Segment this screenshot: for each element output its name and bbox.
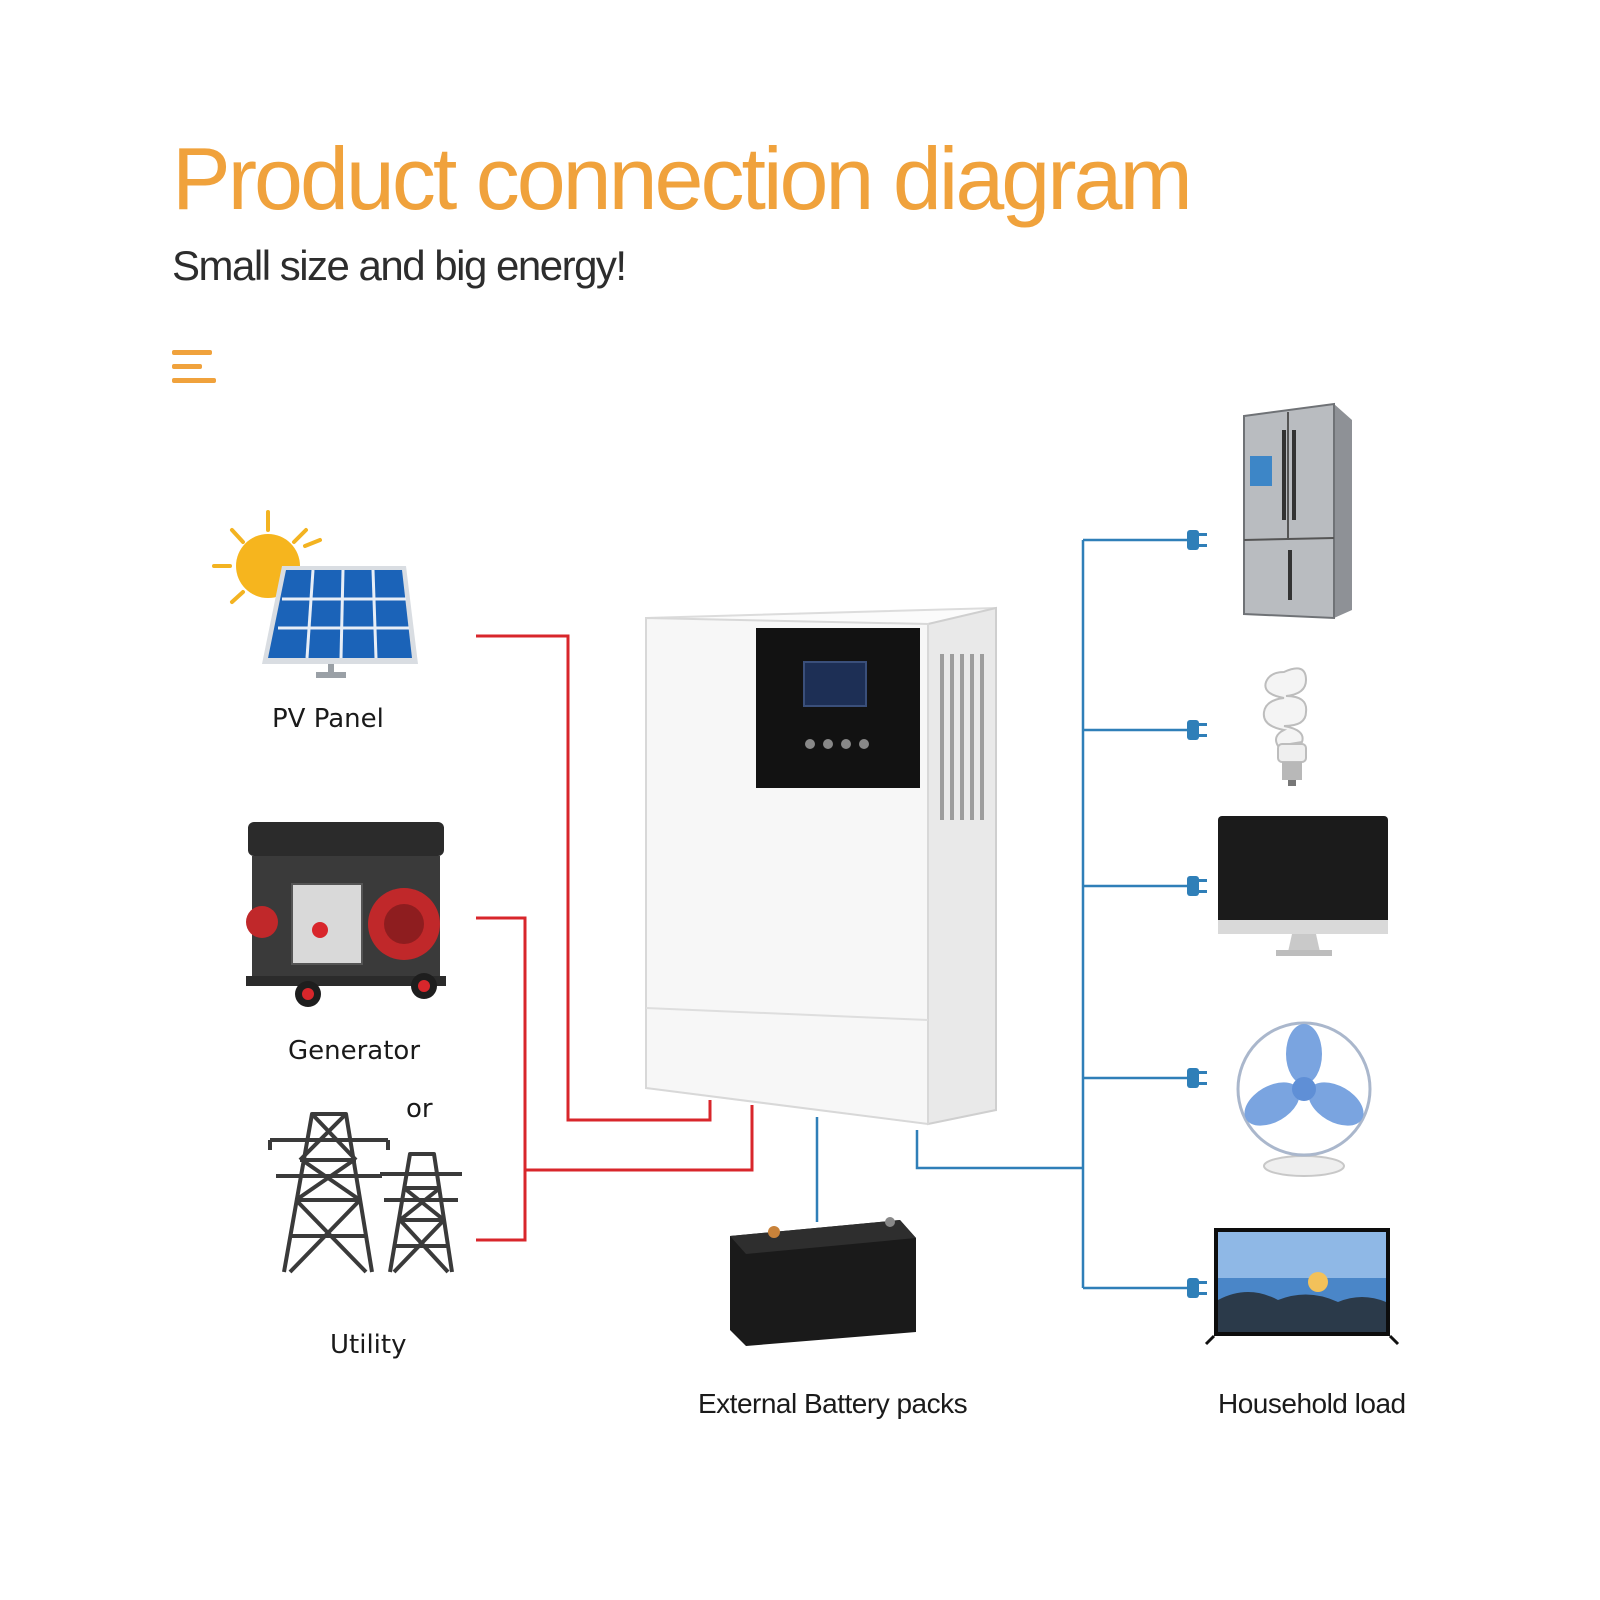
plug-icon — [1187, 530, 1207, 550]
tv-icon — [1204, 1228, 1400, 1346]
inverter-unit — [645, 606, 997, 1126]
plug-icon — [1187, 720, 1207, 740]
utility-towers-icon — [268, 1112, 462, 1274]
ac-input-wire — [525, 1105, 754, 1172]
generator-icon — [246, 822, 446, 1007]
plug-icon — [1187, 1278, 1207, 1298]
plug-icon — [1187, 876, 1207, 896]
monitor-icon — [1218, 816, 1388, 956]
plug-icons — [1187, 530, 1207, 1298]
input-wiring — [476, 634, 754, 1242]
or-label: or — [406, 1094, 433, 1124]
household-load-label: Household load — [1218, 1388, 1406, 1419]
fan-icon — [1236, 1021, 1372, 1177]
page-subtitle: Small size and big energy! — [172, 242, 627, 289]
battery-icon — [730, 1217, 916, 1346]
pv-panel-icon — [212, 510, 418, 678]
generator-wire — [476, 916, 527, 1242]
pv-panel-label: PV Panel — [272, 704, 384, 734]
generator-label: Generator — [288, 1036, 421, 1066]
lamp-icon — [1262, 667, 1308, 786]
plug-icon — [1187, 1068, 1207, 1088]
page-title: Product connection diagram — [172, 129, 1193, 228]
output-wiring — [815, 538, 1187, 1290]
menu-icon[interactable] — [172, 350, 216, 384]
battery-label: External Battery packs — [698, 1388, 968, 1419]
load-bus — [915, 1130, 1083, 1170]
refrigerator-icon — [1243, 402, 1352, 620]
utility-label: Utility — [330, 1330, 407, 1360]
pv-wire — [476, 634, 712, 1122]
